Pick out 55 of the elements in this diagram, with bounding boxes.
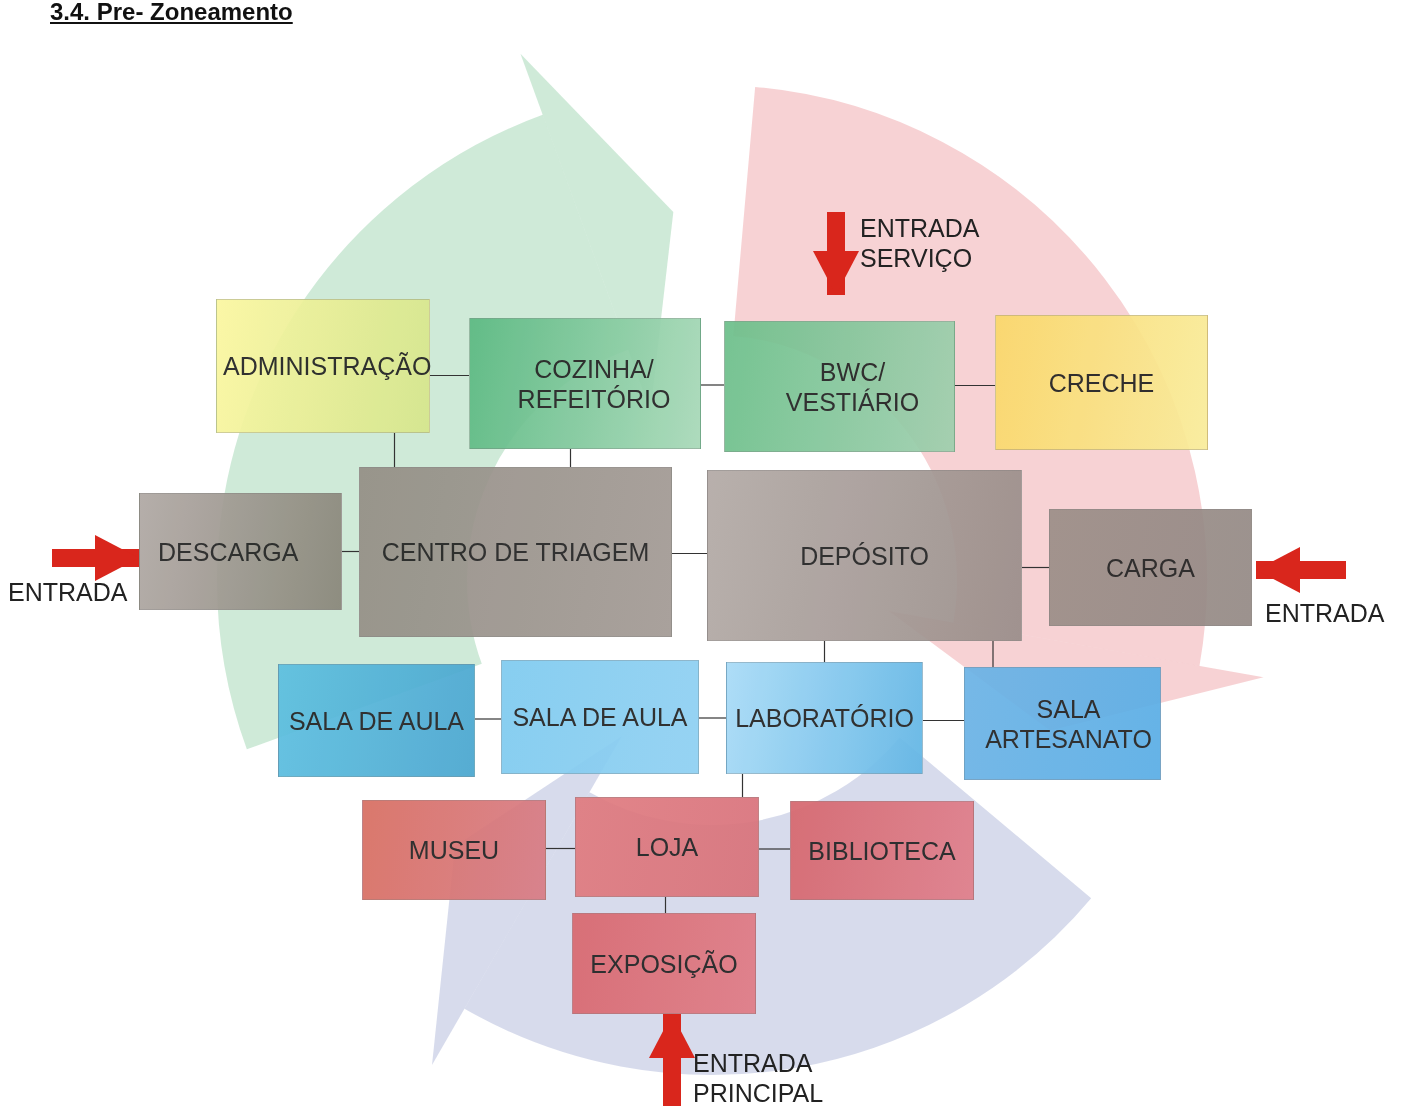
room-label: DEPÓSITO xyxy=(800,540,929,571)
room-label: BIBLIOTECA xyxy=(808,835,956,866)
entrance-arrow xyxy=(1256,547,1346,593)
room-box xyxy=(790,801,974,900)
room-label: ADMINISTRAÇÃO xyxy=(223,351,432,381)
room-box xyxy=(469,318,701,449)
room-box xyxy=(726,662,923,774)
connector-line xyxy=(474,718,502,720)
entrance-label: ENTRADA xyxy=(1265,598,1385,628)
entrance-arrow xyxy=(649,1014,695,1106)
room-box xyxy=(995,315,1208,450)
connector-line xyxy=(393,432,396,468)
entrance-arrow xyxy=(52,535,139,581)
connector-line xyxy=(671,552,708,555)
entrance-label: ENTRADA SERVIÇO xyxy=(860,213,980,273)
connector-line xyxy=(823,640,826,663)
room-box xyxy=(139,493,342,610)
room-box xyxy=(278,664,475,777)
room-label: SALA DE AULA xyxy=(512,702,688,732)
room-box xyxy=(964,667,1161,780)
connector-line xyxy=(429,374,470,377)
room-box xyxy=(707,470,1022,641)
connector-line xyxy=(922,719,965,722)
room-box xyxy=(359,467,672,637)
room-box xyxy=(572,913,756,1014)
room-label: CARGA xyxy=(1106,552,1195,583)
room-box xyxy=(216,299,430,433)
connector-line xyxy=(954,384,996,387)
connector-line xyxy=(758,848,791,850)
room-box xyxy=(501,660,699,774)
entrance-label: ENTRADA xyxy=(8,577,128,607)
entrance-arrow xyxy=(813,212,859,295)
room-box xyxy=(1049,509,1252,626)
room-label: CRECHE xyxy=(1048,367,1155,398)
entrance-label: ENTRADA PRINCIPAL xyxy=(693,1048,825,1106)
room-label: COZINHA/ REFEITÓRIO xyxy=(516,353,672,414)
connector-line xyxy=(700,384,725,386)
connector-line xyxy=(545,847,576,850)
connector-line xyxy=(1021,566,1050,569)
room-box xyxy=(575,797,759,897)
connector-line xyxy=(992,640,994,668)
connector-line xyxy=(741,773,744,798)
room-label: MUSEU xyxy=(408,835,500,865)
title: 3.4. Pre- Zoneamento xyxy=(50,0,293,26)
room-box xyxy=(724,321,955,452)
room-label: LABORATÓRIO xyxy=(735,703,914,733)
room-label: LOJA xyxy=(635,832,699,862)
room-label: EXPOSIÇÃO xyxy=(590,948,738,979)
connector-line xyxy=(698,717,727,719)
room-label: SALA DE AULA xyxy=(288,705,465,736)
room-label: BWC/ VESTIÁRIO xyxy=(784,356,921,417)
room-box xyxy=(362,800,546,900)
room-label: DESCARGA xyxy=(158,536,299,567)
room-label: SALA ARTESANATO xyxy=(984,693,1153,754)
room-label: CENTRO DE TRIAGEM xyxy=(381,537,650,567)
